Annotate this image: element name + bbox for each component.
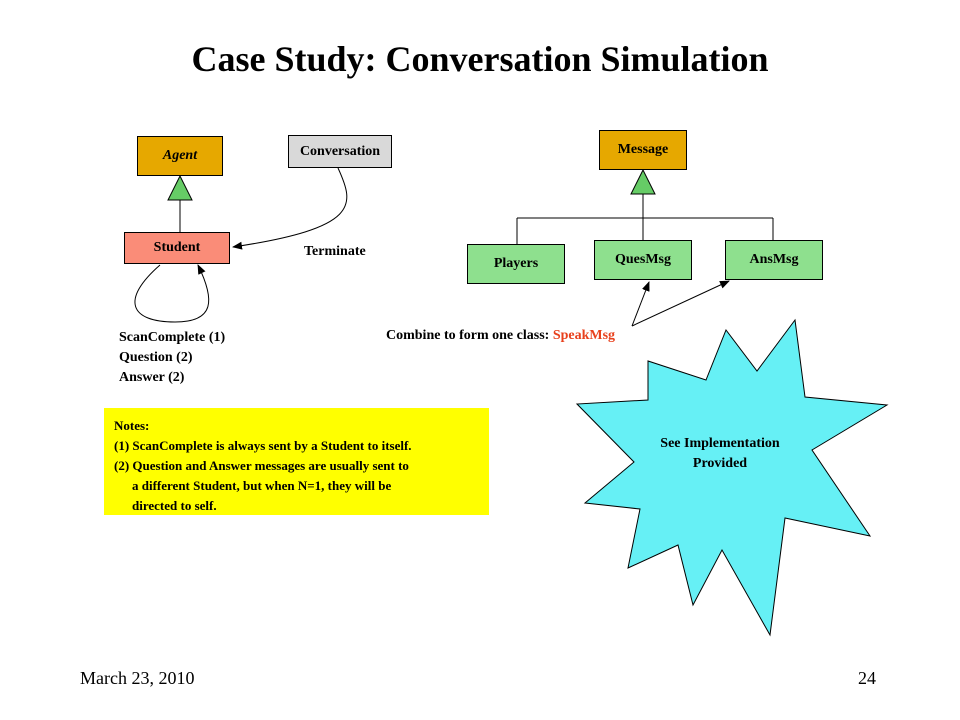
notes-line-4: directed to self. [132, 498, 217, 513]
self-message-question: Question (2) [119, 350, 193, 365]
quesmsg-class-label: QuesMsg [615, 252, 671, 267]
agent-inheritance-triangle [167, 174, 193, 201]
agent-class-label: Agent [162, 148, 198, 163]
agent-class-box: Agent [137, 136, 223, 176]
notes-heading: Notes: [114, 418, 150, 433]
quesmsg-class-box: QuesMsg [594, 240, 692, 280]
self-message-list: ScanComplete (1) Question (2) Answer (2) [119, 328, 225, 388]
self-message-scancomplete: ScanComplete (1) [119, 330, 226, 345]
student-self-loop-arrow [134, 264, 210, 323]
notes-line-3: a different Student, but when N=1, they … [132, 478, 392, 493]
message-inheritance-triangle [630, 168, 656, 195]
combine-arrow-quesmsg [631, 281, 650, 327]
student-class-label: Student [153, 240, 201, 255]
players-class-label: Players [493, 256, 539, 271]
conversation-class-box: Conversation [288, 135, 392, 168]
combine-arrow-ansmsg [631, 280, 730, 327]
callout-line-1: See Implementation [660, 436, 780, 451]
speakmsg-label: SpeakMsg [552, 328, 616, 343]
terminate-label: Terminate [304, 244, 366, 259]
self-message-answer: Answer (2) [119, 370, 185, 385]
callout-line-2: Provided [692, 456, 748, 471]
terminate-arrow [232, 167, 348, 250]
ansmsg-class-box: AnsMsg [725, 240, 823, 280]
ansmsg-class-label: AnsMsg [749, 252, 799, 267]
slide-date: March 23, 2010 [80, 668, 195, 688]
callout-starburst [575, 318, 889, 637]
slide-page-number: 24 [858, 668, 876, 688]
notes-line-1: (1) ScanComplete is always sent by a Stu… [114, 438, 412, 453]
message-class-box: Message [599, 130, 687, 170]
combine-note: Combine to form one class: SpeakMsg [386, 328, 615, 344]
student-class-box: Student [124, 232, 230, 264]
callout-text: See Implementation Provided [620, 434, 820, 474]
message-class-label: Message [617, 142, 669, 157]
combine-label: Combine to form one class: [386, 328, 553, 343]
notes-box: Notes: (1) ScanComplete is always sent b… [104, 408, 489, 515]
slide-title: Case Study: Conversation Simulation [191, 39, 769, 79]
conversation-class-label: Conversation [299, 143, 381, 159]
notes-line-2: (2) Question and Answer messages are usu… [114, 458, 409, 473]
players-class-box: Players [467, 244, 565, 284]
